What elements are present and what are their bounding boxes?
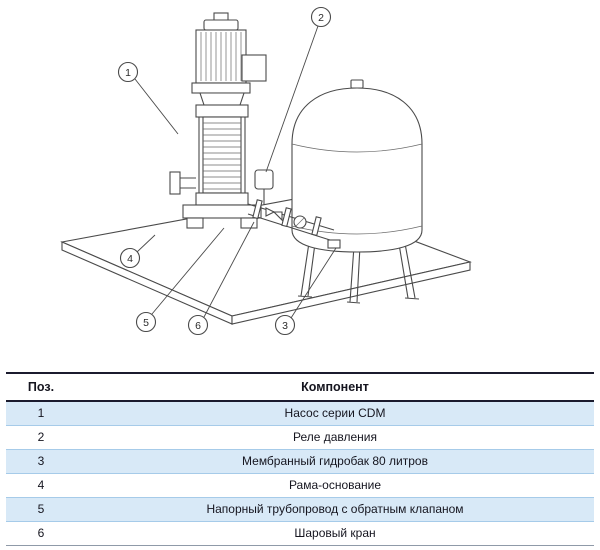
leader-line-5 <box>151 227 225 315</box>
pump-lantern <box>199 92 245 106</box>
terminal-box <box>241 54 267 82</box>
row-4-component: Рама-основание <box>76 473 594 498</box>
assembly-svg: 1 2 3 4 <box>60 6 472 336</box>
table-header-row: Поз. Компонент <box>6 372 594 402</box>
col-header-component: Компонент <box>76 372 594 402</box>
row-3-pos: 3 <box>6 449 76 474</box>
table-row-1: 1 Насос серии CDM <box>6 401 594 426</box>
row-5-component-text: Напорный трубопровод с обратным клапаном <box>206 502 464 516</box>
motor-fan-cover <box>203 19 239 31</box>
callout-5-label: 5 <box>143 317 149 329</box>
pump-cdm <box>169 12 267 229</box>
row-2-component: Реле давления <box>76 425 594 450</box>
leader-line-3 <box>290 247 337 319</box>
row-6-pos: 6 <box>6 521 76 546</box>
tank-shell <box>291 87 423 253</box>
ball-valve-icon <box>265 207 276 217</box>
pipe-flange-1 <box>252 199 263 220</box>
discharge-piping <box>247 199 335 241</box>
row-1-component: Насос серии CDM <box>76 401 594 426</box>
callout-3-label: 3 <box>282 320 288 332</box>
tank-top-fitting <box>350 79 364 89</box>
callout-4-label: 4 <box>127 253 133 265</box>
pump-head <box>195 104 249 118</box>
col-header-pos: Поз. <box>6 372 76 402</box>
tank-seam-upper <box>291 143 423 153</box>
row-5-component: Напорный трубопровод с обратным клапаном <box>76 497 594 522</box>
row-2-pos: 2 <box>6 425 76 450</box>
ball-valve-icon-2 <box>272 211 283 222</box>
table-row-2: 2 Реле давления <box>6 425 594 450</box>
row-4-component-text: Рама-основание <box>288 478 382 492</box>
row-2-component-text: Реле давления <box>292 430 378 444</box>
tank-bottom-connection <box>327 239 341 249</box>
motor-flange <box>191 82 251 94</box>
row-3-component-text: Мембранный гидробак 80 литров <box>242 454 428 468</box>
callout-6-label: 6 <box>195 320 201 332</box>
table-row-5: 5 Напорный трубопровод с обратным клапан… <box>6 497 594 522</box>
switch-body <box>254 169 274 190</box>
callout-2-label: 2 <box>318 12 324 24</box>
pump-lower-head <box>195 192 249 206</box>
callout-2: 2 <box>265 6 332 173</box>
pump-foot-left <box>186 217 204 229</box>
table-row-6: 6 Шаровый кран <box>6 521 594 546</box>
pump-base <box>182 204 262 219</box>
leader-line-4 <box>136 234 156 253</box>
row-6-component: Шаровый кран <box>76 521 594 546</box>
pump-assembly-drawing: 1 2 3 4 <box>60 6 472 336</box>
row-1-pos: 1 <box>6 401 76 426</box>
pressure-switch <box>254 169 274 205</box>
motor-fins <box>200 32 242 81</box>
pipe-flange-3 <box>311 216 322 237</box>
suction-flange <box>169 171 181 195</box>
callout-4: 4 <box>119 234 156 269</box>
row-6-component-text: Шаровый кран <box>294 526 376 540</box>
pipe-flange-2 <box>281 207 292 228</box>
table-row-4: 4 Рама-основание <box>6 473 594 498</box>
callout-5: 5 <box>135 227 225 333</box>
pump-foot-right <box>240 217 258 229</box>
suction-pipe <box>180 177 196 189</box>
callout-1-label: 1 <box>125 67 131 79</box>
membrane-tank <box>291 79 423 304</box>
stage-column <box>198 116 246 194</box>
callouts: 1 2 3 4 <box>117 6 337 336</box>
callout-1: 1 <box>117 61 179 135</box>
callout-6: 6 <box>187 221 255 336</box>
leader-line-6 <box>203 221 255 318</box>
stay-bolts <box>198 117 246 193</box>
row-3-component: Мембранный гидробак 80 литров <box>76 449 594 474</box>
tank-seam-lower <box>291 225 423 235</box>
callout-3: 3 <box>274 247 337 336</box>
table-row-3: 3 Мембранный гидробак 80 литров <box>6 449 594 474</box>
motor <box>191 12 267 94</box>
row-1-component-text: Насос серии CDM <box>284 406 386 420</box>
leader-line-1 <box>134 78 179 135</box>
row-5-pos: 5 <box>6 497 76 522</box>
row-4-pos: 4 <box>6 473 76 498</box>
components-table: Поз. Компонент 1 Насос серии CDM 2 Реле … <box>6 372 594 546</box>
stage-ribs <box>203 122 241 190</box>
leader-line-2 <box>265 25 319 173</box>
